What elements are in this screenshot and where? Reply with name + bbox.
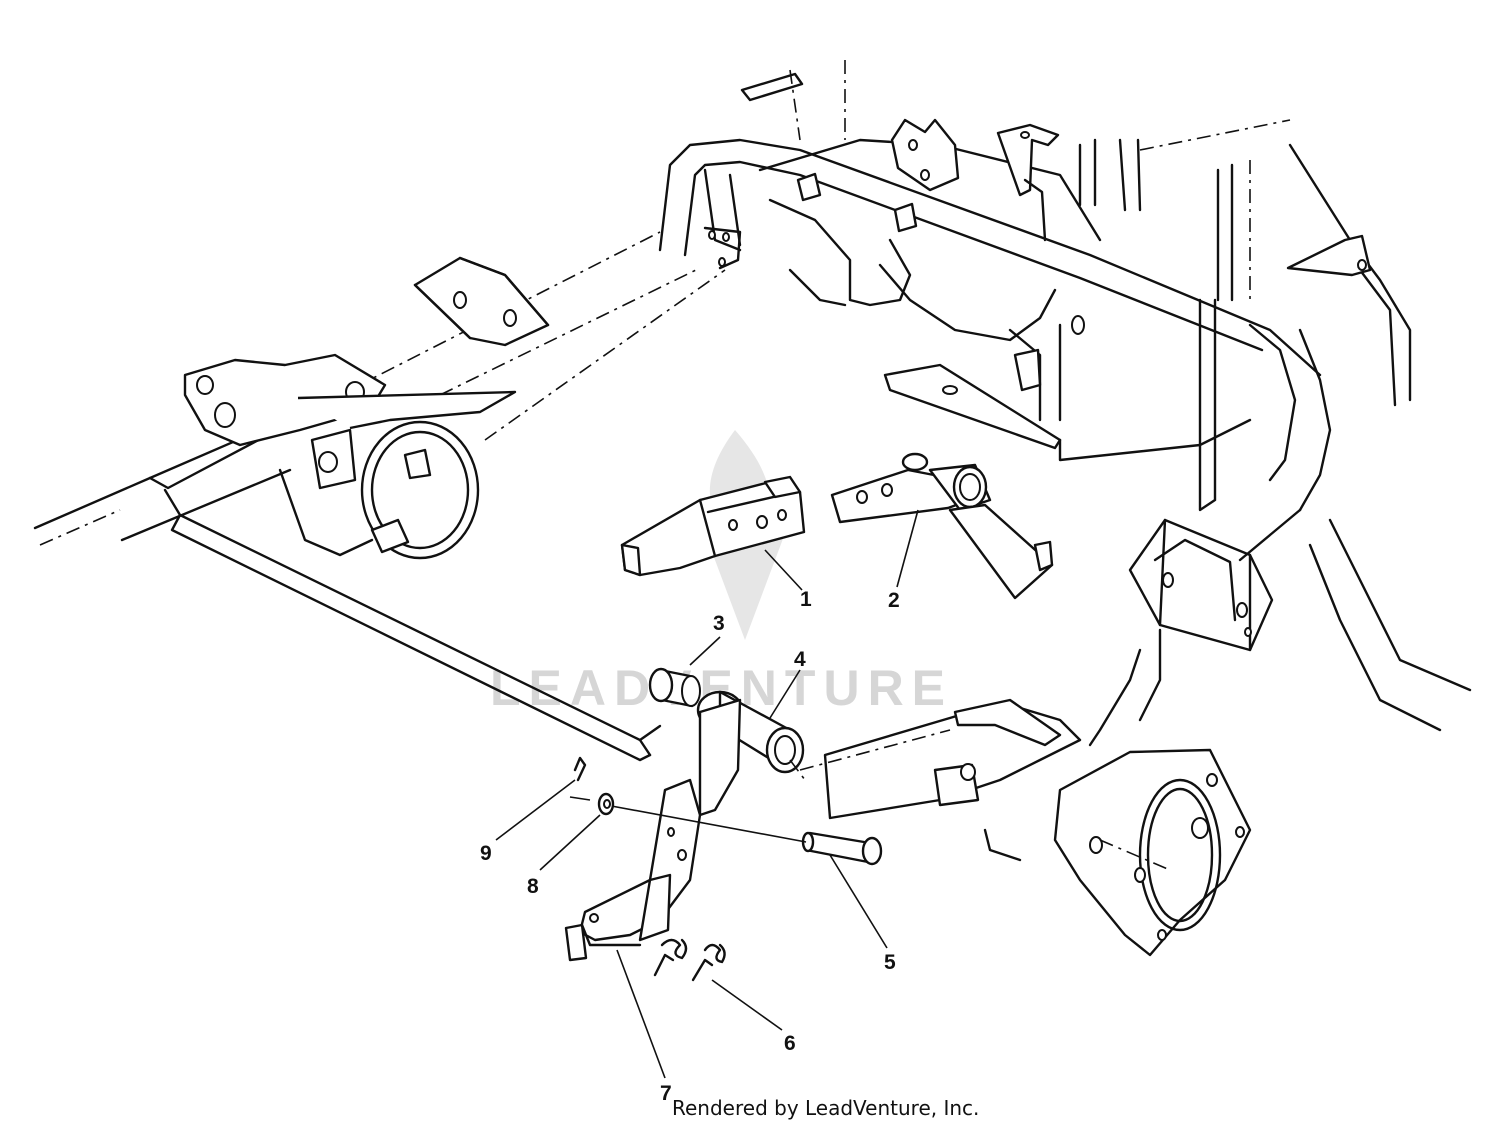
render-credit: Rendered by LeadVenture, Inc. (672, 1096, 980, 1120)
callout-1: 1 (800, 588, 812, 611)
callout-3: 3 (713, 612, 725, 635)
left-pedal-mount (183, 353, 517, 560)
frame-right-side (1286, 143, 1472, 732)
watermark: LEADVENTURE (490, 430, 945, 716)
left-mounting-bracket (413, 256, 550, 347)
leader-lines (495, 509, 919, 1079)
part-6-springs (653, 938, 726, 982)
frame-cross-member (883, 315, 1252, 462)
part-1-pedal-arm (620, 475, 806, 577)
callout-9: 9 (480, 842, 492, 865)
part-3-bushing (648, 667, 701, 708)
callout-4: 4 (794, 648, 806, 671)
part-8-washer (597, 792, 615, 816)
frame-right-uprights (789, 60, 1291, 512)
right-mounting-bracket (1128, 518, 1274, 652)
callout-6: 6 (784, 1032, 796, 1055)
callout-5: 5 (884, 951, 896, 974)
part-9-cotter-pin (569, 756, 591, 801)
part-2-pedal-shaft-arm (830, 452, 1054, 600)
callout-2: 2 (888, 589, 900, 612)
right-pedal-mount (799, 508, 1302, 957)
top-tabs (740, 72, 1060, 242)
callouts: 1 2 3 4 5 6 7 8 9 (480, 588, 900, 1105)
callout-8: 8 (527, 875, 539, 898)
part-4-7-pedal-assembly (564, 690, 806, 962)
callout-7: 7 (660, 1082, 672, 1105)
part-5-clevis-pin (605, 804, 883, 866)
frame-top-tube (658, 138, 1332, 512)
